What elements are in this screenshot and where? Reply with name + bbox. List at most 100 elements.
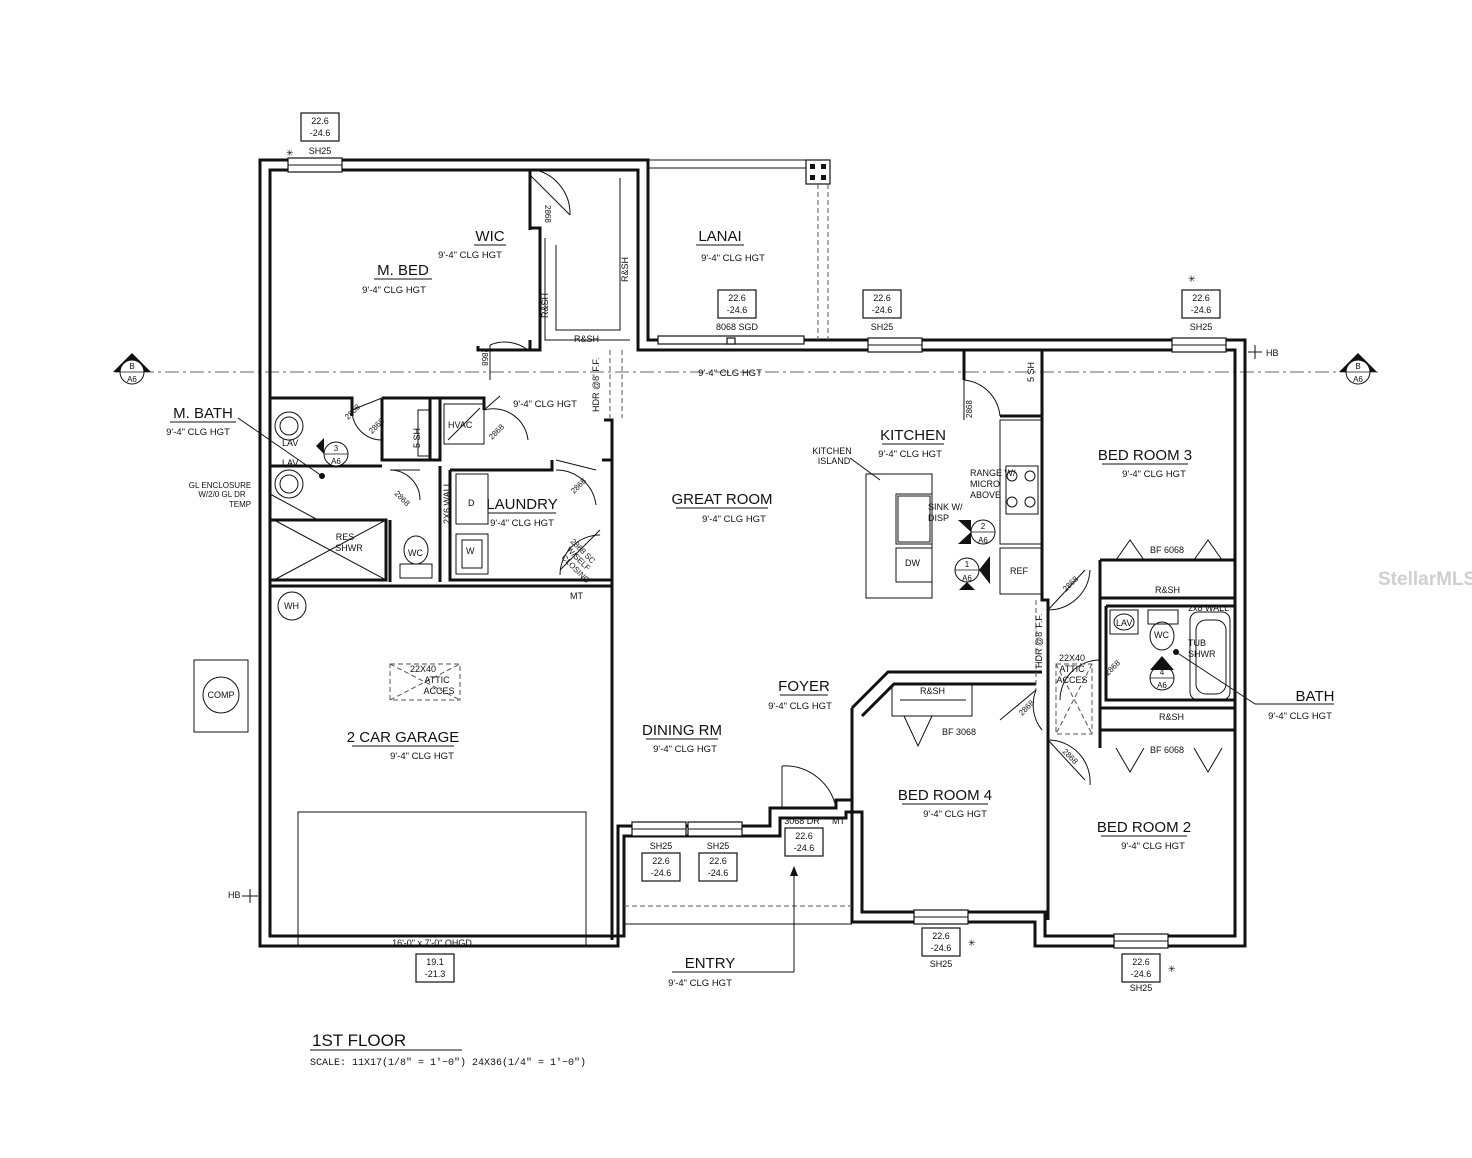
tag-garage: 19.1 -21.3 xyxy=(415,953,455,983)
svg-text:✳: ✳ xyxy=(968,938,976,948)
svg-text:9'-4" CLG HGT: 9'-4" CLG HGT xyxy=(702,514,766,525)
tag-kitchen: 22.6 -24.6 SH25 xyxy=(862,289,902,332)
svg-text:2868: 2868 xyxy=(480,348,489,366)
svg-text:9'-4" CLG HGT: 9'-4" CLG HGT xyxy=(390,751,454,762)
svg-text:✳: ✳ xyxy=(1188,274,1196,284)
svg-text:A6: A6 xyxy=(978,536,988,545)
svg-text:-24.6: -24.6 xyxy=(651,868,672,878)
svg-text:2868: 2868 xyxy=(393,489,412,508)
svg-text:22.6: 22.6 xyxy=(873,293,891,303)
room-m-bath: M. BATH xyxy=(173,405,233,422)
svg-text:HB: HB xyxy=(228,890,241,900)
svg-text:22X40: 22X40 xyxy=(1059,653,1085,663)
svg-text:-24.6: -24.6 xyxy=(708,868,729,878)
svg-text:22.6: 22.6 xyxy=(728,293,746,303)
room-bed-room-2: BED ROOM 2 xyxy=(1097,819,1191,836)
svg-text:22.6: 22.6 xyxy=(932,931,950,941)
svg-text:2868: 2868 xyxy=(1061,574,1080,593)
svg-text:✳: ✳ xyxy=(1168,964,1176,974)
svg-text:9'-4" CLG HGT: 9'-4" CLG HGT xyxy=(698,368,762,379)
svg-text:R&SH: R&SH xyxy=(540,293,550,318)
svg-text:22.6: 22.6 xyxy=(795,831,813,841)
room-great-room: GREAT ROOM xyxy=(671,491,772,508)
svg-text:-24.6: -24.6 xyxy=(872,305,893,315)
svg-text:R&SH: R&SH xyxy=(1159,712,1184,722)
svg-text:KITCHEN: KITCHEN xyxy=(812,446,852,456)
svg-text:2868: 2868 xyxy=(965,400,974,418)
svg-text:SH25: SH25 xyxy=(309,146,332,156)
svg-text:R&SH: R&SH xyxy=(1155,585,1180,595)
watermark: StellarMLS xyxy=(1378,569,1472,590)
tag-sgd: 22.6 -24.6 8068 SGD xyxy=(716,289,759,332)
svg-text:COMP: COMP xyxy=(208,690,235,700)
svg-text:2868: 2868 xyxy=(569,476,588,495)
section-marker-right: B A6 xyxy=(1339,353,1377,385)
svg-text:SH25: SH25 xyxy=(650,841,673,851)
svg-text:ATTIC: ATTIC xyxy=(424,675,450,685)
fixtures xyxy=(193,403,1256,947)
tag-dining-1: SH25 22.6 -24.6 xyxy=(641,841,681,882)
svg-text:MT: MT xyxy=(832,816,845,826)
tag-bed3: 22.6 -24.6 SH25 xyxy=(1181,289,1221,332)
svg-text:-24.6: -24.6 xyxy=(794,843,815,853)
room-bed-room-4: BED ROOM 4 xyxy=(898,787,992,804)
svg-text:GL ENCLOSURE: GL ENCLOSURE xyxy=(189,481,251,490)
svg-text:R&SH: R&SH xyxy=(620,257,630,282)
svg-text:DISP: DISP xyxy=(928,513,949,523)
svg-text:8068 SGD: 8068 SGD xyxy=(716,322,759,332)
plan-scale: SCALE: 11X17(1/8" = 1'−0") 24X36(1/4" = … xyxy=(310,1057,586,1069)
svg-text:-24.6: -24.6 xyxy=(1131,969,1152,979)
svg-text:2868: 2868 xyxy=(487,422,506,441)
room-foyer: FOYER xyxy=(778,678,830,695)
svg-text:HDR @8' F.F.: HDR @8' F.F. xyxy=(1034,614,1044,668)
svg-text:9'-4" CLG HGT: 9'-4" CLG HGT xyxy=(1121,841,1185,852)
tag-mbed: 22.6 -24.6 SH25 xyxy=(300,112,340,156)
svg-text:SHWR: SHWR xyxy=(335,543,363,553)
svg-text:R&SH: R&SH xyxy=(920,686,945,696)
svg-text:ACCES: ACCES xyxy=(1056,675,1087,685)
svg-text:9'-4" CLG HGT: 9'-4" CLG HGT xyxy=(1268,711,1332,722)
section-marker-left: B A6 xyxy=(113,353,151,385)
svg-text:LAV: LAV xyxy=(1116,618,1132,628)
svg-text:16'-0" x 7'-0" OHGD: 16'-0" x 7'-0" OHGD xyxy=(392,938,472,948)
svg-text:REF: REF xyxy=(1010,566,1029,576)
svg-text:22.6: 22.6 xyxy=(1192,293,1210,303)
windows xyxy=(287,157,1227,949)
doors xyxy=(351,169,1223,809)
svg-text:9'-4" CLG HGT: 9'-4" CLG HGT xyxy=(490,518,554,529)
svg-text:SH25: SH25 xyxy=(707,841,730,851)
svg-text:HB: HB xyxy=(1266,348,1279,358)
svg-text:9'-4" CLG HGT: 9'-4" CLG HGT xyxy=(701,253,765,264)
svg-text:2x8 WALL: 2x8 WALL xyxy=(1188,603,1229,613)
svg-text:-24.6: -24.6 xyxy=(931,943,952,953)
svg-text:2: 2 xyxy=(981,522,986,531)
svg-text:WC: WC xyxy=(1154,630,1169,640)
tag-bed4: 22.6 -24.6 SH25 xyxy=(921,927,961,969)
svg-text:ISLAND: ISLAND xyxy=(818,456,851,466)
svg-text:HDR @8' F.F.: HDR @8' F.F. xyxy=(591,358,601,412)
svg-text:B: B xyxy=(1355,362,1360,371)
tag-dining-2: SH25 22.6 -24.6 xyxy=(698,841,738,882)
room-bath: BATH xyxy=(1296,688,1335,705)
svg-text:ABOVE: ABOVE xyxy=(970,490,1001,500)
svg-text:9'-4" CLG HGT: 9'-4" CLG HGT xyxy=(668,978,732,989)
svg-text:MICRO: MICRO xyxy=(970,479,1000,489)
svg-text:LAV: LAV xyxy=(282,438,298,448)
svg-text:✳: ✳ xyxy=(286,148,294,158)
svg-text:D: D xyxy=(468,498,475,508)
svg-text:3: 3 xyxy=(334,444,339,453)
callout-3: 3 A6 xyxy=(316,438,349,467)
svg-text:A6: A6 xyxy=(127,375,137,384)
svg-text:22.6: 22.6 xyxy=(709,856,727,866)
svg-text:HVAC: HVAC xyxy=(448,420,473,430)
title-block: 1ST FLOOR SCALE: 11X17(1/8" = 1'−0") 24X… xyxy=(310,1031,586,1069)
svg-text:-24.6: -24.6 xyxy=(1191,305,1212,315)
svg-text:BF 3068: BF 3068 xyxy=(942,727,976,737)
dashed-lines xyxy=(609,350,1037,925)
svg-text:LAV: LAV xyxy=(282,458,298,468)
svg-text:WH: WH xyxy=(284,601,299,611)
svg-text:9'-4" CLG HGT: 9'-4" CLG HGT xyxy=(438,250,502,261)
svg-text:A6: A6 xyxy=(1157,681,1167,690)
svg-text:9'-4" CLG HGT: 9'-4" CLG HGT xyxy=(1122,469,1186,480)
svg-text:R&SH: R&SH xyxy=(574,334,599,344)
